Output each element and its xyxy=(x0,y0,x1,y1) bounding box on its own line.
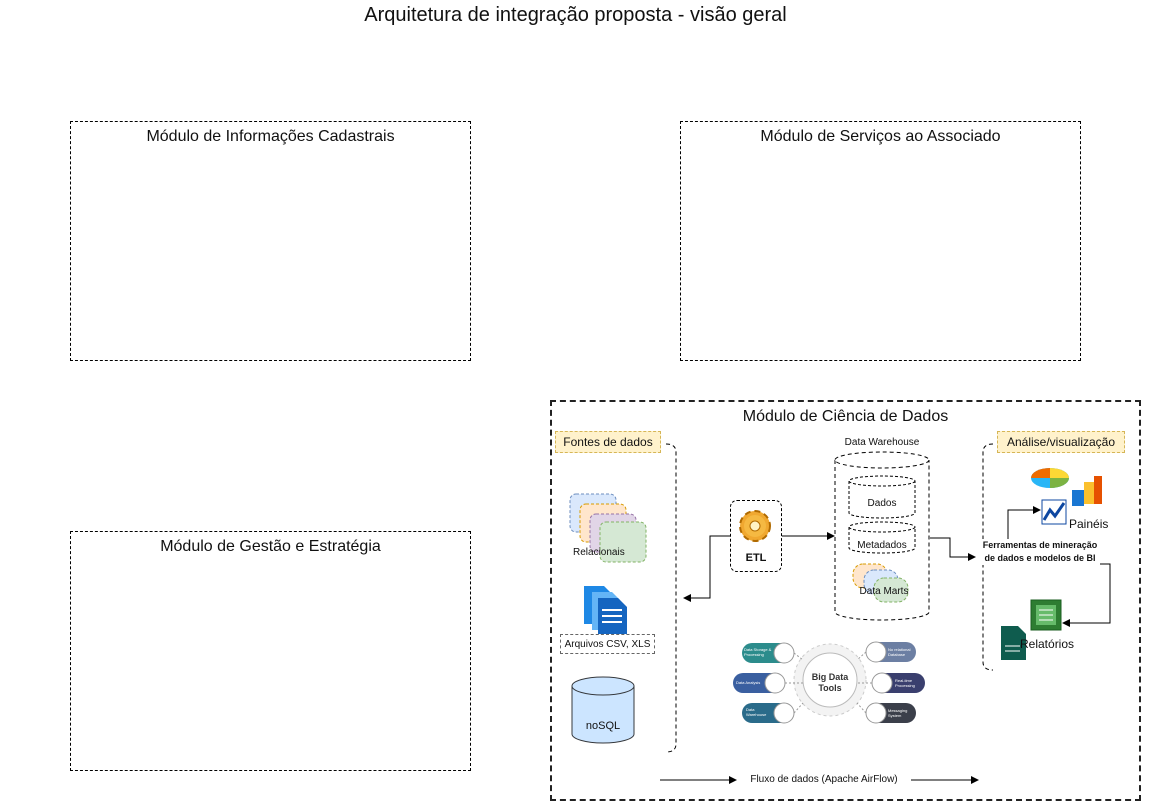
bigdata-right-1: Real-time Processing xyxy=(895,678,915,688)
tools-to-paineis-arrow xyxy=(1007,506,1041,540)
tools-to-relatorios-arrow xyxy=(1062,563,1111,627)
module-ciencia: Módulo de Ciência de Dados xyxy=(550,400,1141,801)
bigdata-right-0: No relational Database xyxy=(888,647,911,657)
module-ciencia-title: Módulo de Ciência de Dados xyxy=(742,408,949,425)
report-icon xyxy=(1001,599,1062,660)
module-servicos-title: Módulo de Serviços ao Associado xyxy=(760,128,1001,145)
big-data-tools-graphic xyxy=(733,641,925,724)
relacionais-label: Relacionais xyxy=(573,547,625,558)
sources-tag: Fontes de dados xyxy=(555,431,661,453)
module-cadastrais-title: Módulo de Informações Cadastrais xyxy=(146,128,395,145)
analysis-tag: Análise/visualização xyxy=(997,431,1125,453)
paineis-label: Painéis xyxy=(1069,517,1109,531)
bigdata-left-1: Data Analysis xyxy=(736,680,761,685)
relational-db-icon xyxy=(569,493,647,563)
warehouse-cylinder xyxy=(834,451,930,621)
arquivos-label: Arquivos CSV, XLS xyxy=(560,634,655,654)
gear-icon xyxy=(739,510,771,542)
warehouse-dados: Dados xyxy=(867,498,897,509)
nosql-cylinder-icon xyxy=(571,676,635,744)
warehouse-marts: Data Marts xyxy=(859,586,909,597)
module-cadastrais: Módulo de Informações Cadastrais xyxy=(70,121,471,361)
flow-label: Fluxo de dados (Apache AirFlow) xyxy=(750,774,898,785)
relatorios-label: Relatórios xyxy=(1020,637,1075,651)
bigdata-left-2: Data Warehouse xyxy=(746,707,767,717)
etl-box xyxy=(730,500,782,572)
files-icon xyxy=(584,586,627,634)
bigdata-right-2: Messaging System xyxy=(888,708,908,718)
module-gestao-title: Módulo de Gestão e Estratégia xyxy=(160,538,381,555)
ferramentas-label: Ferramentas de mineração de dados e mode… xyxy=(980,539,1100,565)
bigdata-left-0: Data Storage & Processing xyxy=(744,647,772,657)
etl-to-sources-arrow xyxy=(683,535,730,602)
warehouse-title: Data Warehouse xyxy=(844,437,920,448)
bigdata-center-label: Big Data Tools xyxy=(811,672,849,693)
page-title: Arquitetura de integração proposta - vis… xyxy=(364,4,787,26)
module-gestao: Módulo de Gestão e Estratégia xyxy=(70,531,471,771)
module-servicos: Módulo de Serviços ao Associado xyxy=(680,121,1081,361)
sources-bracket xyxy=(665,443,677,753)
warehouse-to-analysis-arrow xyxy=(930,537,976,561)
warehouse-metadados: Metadados xyxy=(857,540,907,551)
etl-label: ETL xyxy=(745,552,767,564)
nosql-label: noSQL xyxy=(585,720,621,732)
dashboard-icon xyxy=(1031,468,1102,525)
